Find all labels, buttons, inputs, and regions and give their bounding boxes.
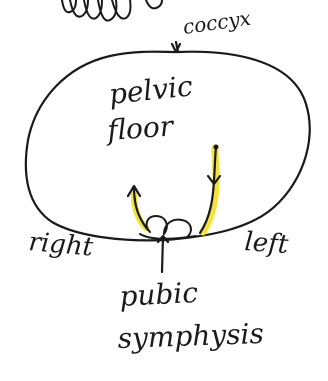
coccyx-pointer <box>172 42 180 52</box>
right-label: right <box>27 227 94 263</box>
symphysis-label: symphysis <box>117 317 264 355</box>
top-scribble <box>62 0 162 21</box>
left-label: left <box>244 227 290 260</box>
pubic-label: pubic <box>119 276 199 313</box>
coccyx-label: coccyx <box>181 6 252 39</box>
floor-label: floor <box>104 109 176 147</box>
pelvic-label: pelvic <box>107 69 194 111</box>
left-path-dot <box>214 145 219 150</box>
pubic-pointer <box>158 236 168 272</box>
